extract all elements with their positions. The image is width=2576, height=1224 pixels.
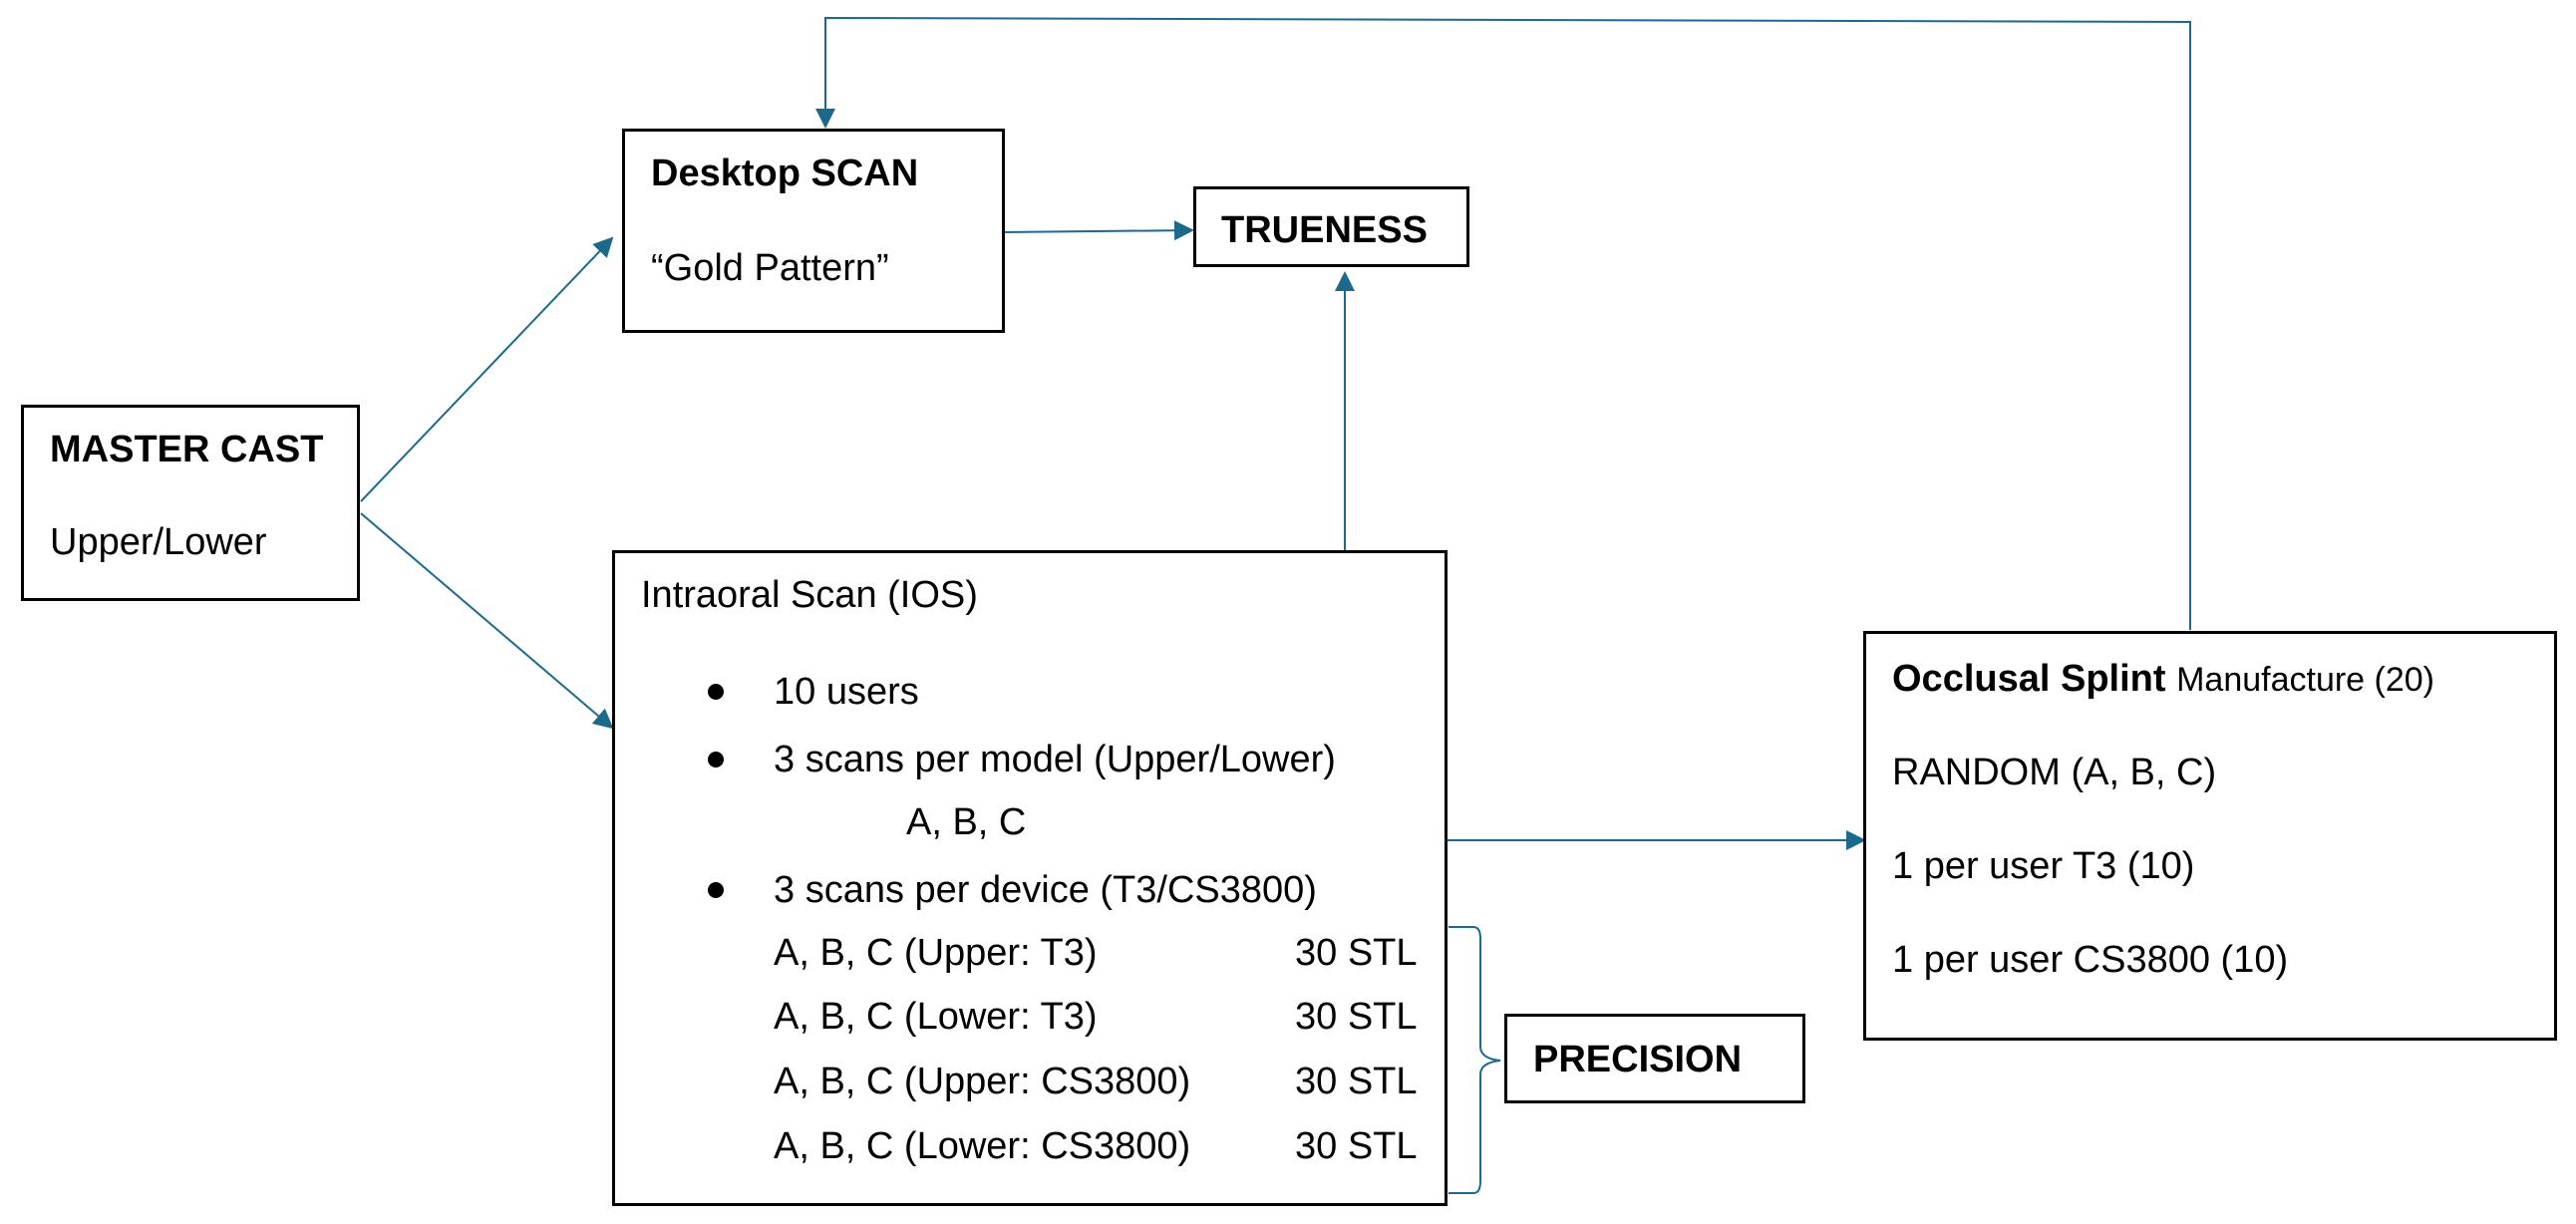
desktop-scan-subtitle: “Gold Pattern” (651, 247, 889, 289)
ios-row-label: A, B, C (Upper: T3) (774, 932, 1098, 974)
arrow-master-to-desktop (360, 236, 614, 502)
splint-title: Occlusal Splint Manufacture (20) (1892, 660, 2434, 698)
ios-row-count: 30 STL (1295, 1061, 1418, 1102)
ios-row-label: A, B, C (Lower: CS3800) (774, 1125, 1191, 1167)
ios-row-count: 30 STL (1295, 932, 1418, 974)
ios-model-sub: A, B, C (906, 801, 1027, 843)
ios-title: Intraoral Scan (IOS) (641, 574, 978, 616)
splint-line: RANDOM (A, B, C) (1892, 752, 2217, 793)
master-cast-title: MASTER CAST (50, 429, 324, 470)
arrow-master-to-ios (360, 512, 614, 730)
arrow-splint-to-desktop (815, 16, 2191, 630)
precision-box (1504, 1014, 1805, 1103)
ios-bullet-scans-per-device: 3 scans per device (T3/CS3800) (774, 869, 1317, 911)
ios-bullet-2 (708, 752, 724, 767)
ios-bullet-3 (708, 882, 724, 898)
splint-box (1863, 631, 2557, 1041)
ios-row-label: A, B, C (Upper: CS3800) (774, 1061, 1191, 1102)
ios-bullet-1 (708, 684, 724, 700)
splint-line: 1 per user CS3800 (10) (1892, 939, 2289, 981)
trueness-label: TRUENESS (1221, 209, 1428, 251)
master-cast-subtitle: Upper/Lower (50, 521, 267, 563)
arrow-desktop-to-trueness (1004, 220, 1194, 241)
precision-brace (1449, 926, 1501, 1194)
splint-line: 1 per user T3 (10) (1892, 845, 2195, 887)
desktop-scan-box (622, 129, 1005, 333)
ios-row-count: 30 STL (1295, 996, 1418, 1038)
ios-box (612, 550, 1448, 1206)
precision-label: PRECISION (1533, 1039, 1743, 1080)
desktop-scan-title: Desktop SCAN (651, 153, 919, 194)
master-cast-box (21, 405, 360, 601)
trueness-box (1193, 186, 1469, 267)
splint-title-bold: Occlusal Splint (1892, 658, 2166, 700)
ios-row-count: 30 STL (1295, 1125, 1418, 1167)
ios-bullet-users: 10 users (774, 671, 919, 713)
ios-bullet-scans-per-model: 3 scans per model (Upper/Lower) (774, 739, 1336, 780)
ios-row-label: A, B, C (Lower: T3) (774, 996, 1098, 1038)
splint-title-rest: Manufacture (20) (2176, 661, 2434, 699)
